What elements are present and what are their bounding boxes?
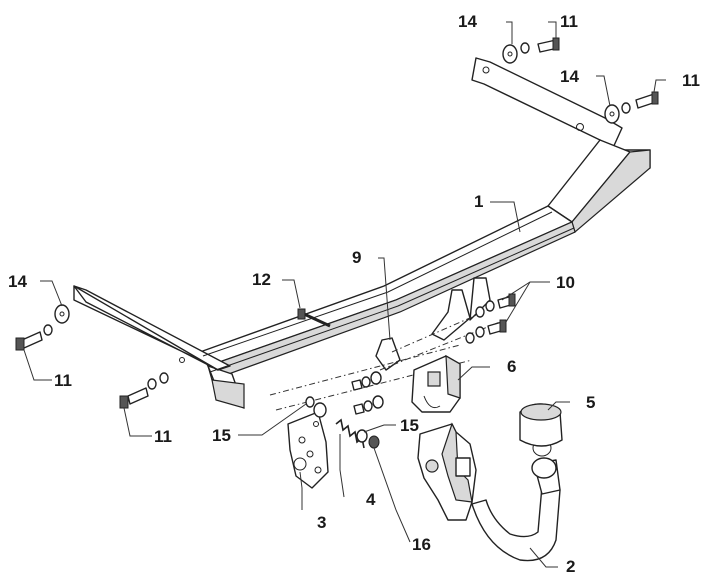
label-part-15-left: 15 [212,426,231,445]
label-part-11-top-right: 11 [560,12,578,31]
nut-16 [368,435,380,449]
bolt-set-top-right-lower [604,91,659,124]
label-part-9: 9 [352,248,361,267]
label-part-10: 10 [556,273,575,292]
label-part-14-left: 14 [8,272,27,291]
label-part-14-top: 14 [458,12,477,31]
label-part-14-right: 14 [560,67,579,86]
bolt-set-left-lower [119,372,169,409]
label-part-3: 3 [317,513,326,532]
crossbar-beam [73,57,651,409]
label-part-12: 12 [252,270,271,289]
label-part-2: 2 [566,557,575,576]
ball-cap-5 [519,403,563,447]
label-part-11-right: 11 [682,71,700,90]
label-part-11-left-upper: 11 [54,371,72,390]
bolt-set-left-upper [15,304,70,351]
long-bolt-12 [297,308,331,328]
label-part-6: 6 [507,357,516,376]
electrical-plate-3 [287,411,329,489]
socket-plate-6 [411,354,461,413]
label-part-15-right: 15 [400,416,419,435]
label-part-16: 16 [412,535,431,554]
leader-lines [23,21,666,568]
washer-15-right [356,429,368,443]
assembly-lines [269,309,501,411]
bolt-set-10 [465,293,516,344]
label-part-4: 4 [366,490,376,509]
washer-15-left [305,396,327,418]
bolt-set-9 [351,371,384,415]
label-part-11-left-lower: 11 [154,427,172,446]
label-part-5: 5 [586,393,595,412]
label-part-1: 1 [474,192,483,211]
bolt-set-top-right-upper [502,37,560,64]
towbar-neck-2 [417,422,561,562]
